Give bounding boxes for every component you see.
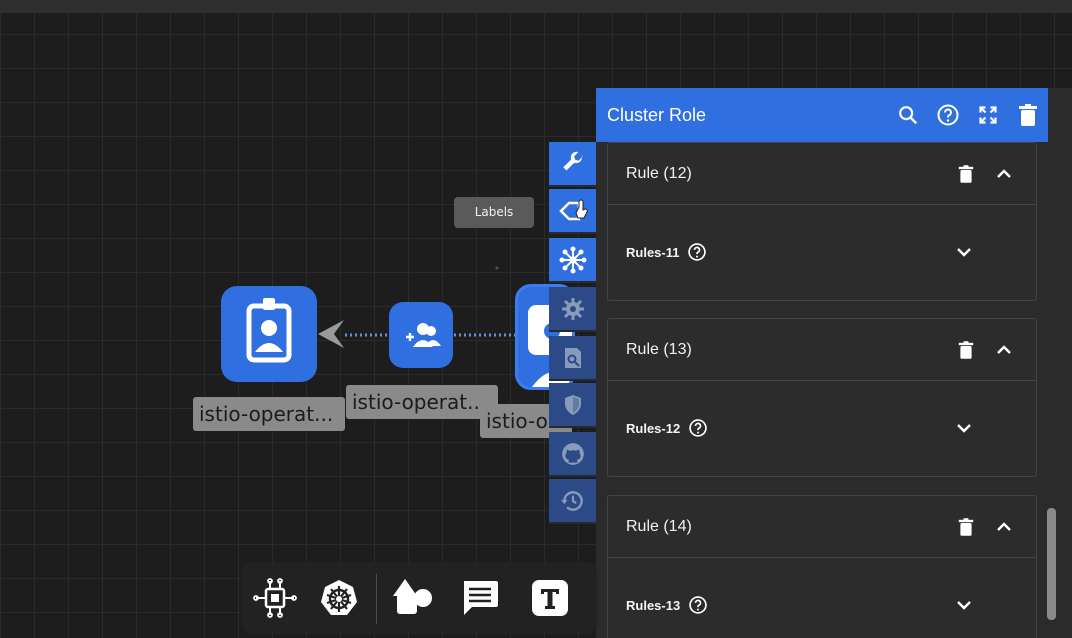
help-icon — [937, 104, 959, 126]
delete-icon[interactable] — [958, 340, 974, 360]
chevron-down-icon[interactable] — [956, 422, 972, 434]
component-button[interactable] — [253, 576, 297, 620]
side-toolstrip — [549, 142, 597, 524]
delete-button[interactable] — [1008, 95, 1048, 135]
network-icon — [559, 246, 586, 273]
node-label: istio-operat... — [193, 397, 345, 431]
rule-card: Rule (14) Rules-13 — [607, 495, 1037, 638]
tool-security[interactable] — [549, 383, 596, 428]
help-icon[interactable] — [688, 595, 708, 615]
text-button[interactable] — [528, 576, 572, 620]
canvas-dot — [495, 266, 499, 270]
github-icon — [561, 442, 584, 465]
rule-title: Rule (13) — [626, 340, 692, 358]
rule-title: Rule (14) — [626, 517, 692, 535]
component-icon — [253, 578, 297, 618]
tool-github[interactable] — [549, 432, 596, 477]
role-binding-node[interactable] — [389, 302, 453, 368]
rule-header[interactable]: Rule (13) — [608, 319, 1036, 381]
rules-label: Rules-12 — [626, 420, 681, 436]
delete-icon — [1019, 104, 1037, 126]
rule-header[interactable]: Rule (12) — [608, 143, 1036, 205]
arrowhead — [318, 320, 344, 348]
wrench-icon — [562, 151, 583, 170]
tool-settings[interactable] — [549, 287, 596, 332]
shapes-icon — [393, 579, 432, 614]
fullscreen-icon — [979, 106, 997, 124]
panel-header: Cluster Role — [596, 88, 1048, 142]
kubernetes-button[interactable] — [317, 576, 361, 620]
comment-icon — [464, 581, 498, 615]
search-document-icon — [564, 347, 581, 368]
tool-network[interactable] — [549, 238, 596, 283]
search-icon — [899, 106, 918, 125]
rules-label: Rules-11 — [626, 244, 680, 260]
tool-labels[interactable] — [549, 189, 596, 234]
top-strip — [0, 0, 1072, 13]
toolbar-separator — [376, 574, 377, 624]
tool-history[interactable] — [549, 479, 596, 524]
text-icon — [532, 580, 568, 616]
chevron-up-icon[interactable] — [996, 521, 1012, 533]
chevron-down-icon[interactable] — [956, 599, 972, 611]
search-button[interactable] — [888, 95, 928, 135]
user-plus-icon — [406, 323, 441, 347]
labels-tooltip: Labels — [454, 197, 534, 228]
shapes-button[interactable] — [391, 576, 435, 620]
rule-card: Rule (12) Rules-11 — [607, 142, 1037, 301]
id-badge-icon — [246, 298, 292, 363]
service-account-node[interactable] — [221, 286, 317, 382]
chevron-up-icon[interactable] — [996, 344, 1012, 356]
tool-wrench[interactable] — [549, 142, 596, 187]
tool-search-doc[interactable] — [549, 336, 596, 381]
chevron-down-icon[interactable] — [956, 246, 972, 258]
chevron-up-icon[interactable] — [996, 168, 1012, 180]
rule-body: Rules-13 — [608, 558, 1036, 638]
help-icon[interactable] — [688, 418, 708, 438]
shield-icon — [564, 394, 581, 415]
panel-scrollbar[interactable] — [1047, 508, 1056, 620]
delete-icon[interactable] — [958, 164, 974, 184]
rule-title: Rule (12) — [626, 164, 692, 182]
panel-title: Cluster Role — [607, 104, 707, 125]
gear-icon — [561, 297, 584, 320]
comment-button[interactable] — [458, 576, 502, 620]
delete-icon[interactable] — [958, 517, 974, 537]
label-tag-icon — [558, 199, 588, 220]
help-button[interactable] — [928, 95, 968, 135]
rule-card: Rule (13) Rules-12 — [607, 318, 1037, 477]
history-icon — [560, 490, 583, 511]
rules-label: Rules-13 — [626, 597, 681, 613]
kubernetes-icon — [321, 580, 357, 615]
node-label: istio-operat... — [346, 385, 498, 419]
rule-body: Rules-11 — [608, 205, 1036, 299]
cluster-role-panel: Cluster Role Rule (12) Rules-11 Rule (13… — [596, 88, 1072, 638]
rule-body: Rules-12 — [608, 381, 1036, 475]
help-icon[interactable] — [687, 242, 707, 262]
fullscreen-button[interactable] — [968, 95, 1008, 135]
rule-header[interactable]: Rule (14) — [608, 496, 1036, 558]
bottom-toolbar — [241, 562, 597, 634]
